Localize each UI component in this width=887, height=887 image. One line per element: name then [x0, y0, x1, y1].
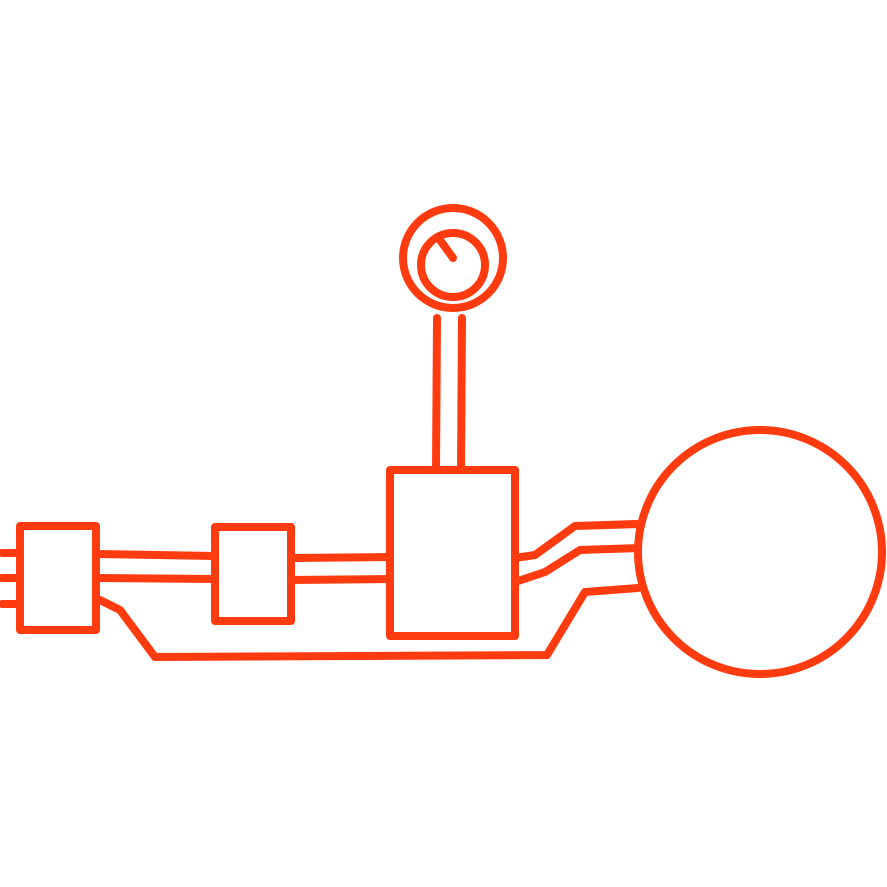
pipe-line-lower [511, 544, 642, 586]
intermediate-block [211, 523, 295, 625]
gauge-needle [436, 236, 457, 262]
gauge-outer-ring [399, 204, 507, 312]
pipe-central-to-gauge [432, 314, 466, 474]
return-line [96, 584, 642, 661]
pipe-line-upper [511, 520, 642, 562]
input-block-rect [16, 522, 100, 634]
gauge-dial-icon [417, 229, 489, 301]
large-tank [634, 426, 886, 678]
intermediate-block-rect [211, 523, 295, 625]
pipe-intermediate-to-central [287, 553, 394, 584]
pipe-line-right [457, 314, 466, 474]
pipe-line-lower [92, 574, 219, 583]
pipe-line-lower [287, 575, 394, 584]
central-unit-block [386, 466, 519, 640]
large-tank-circle [634, 426, 886, 678]
central-unit-block-rect [386, 466, 519, 640]
pipe-line-upper [287, 553, 394, 562]
input-connector-block [16, 522, 100, 634]
gauge [399, 204, 507, 312]
pipe-line-left [432, 314, 441, 474]
pipe-central-to-tank [511, 520, 642, 586]
plug-icon [0, 549, 24, 608]
pipe-line-upper [92, 550, 219, 560]
gauge-dial-face [417, 229, 489, 301]
pipe-input-to-intermediate [92, 550, 219, 583]
return-line-input-to-tank [96, 584, 642, 661]
